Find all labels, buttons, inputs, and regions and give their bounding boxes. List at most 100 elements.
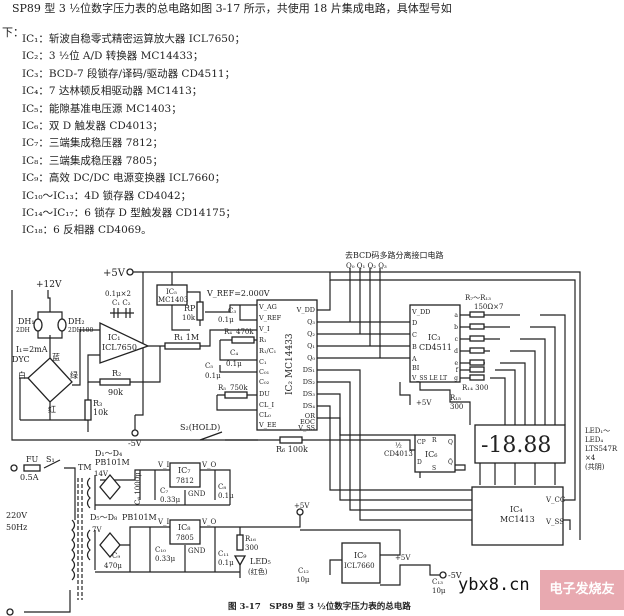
pin-label: Q₃ (307, 318, 315, 326)
ic4-box (471, 486, 564, 546)
label-c13: C₁₃ (432, 578, 443, 586)
ic5-label: IC₅ (166, 288, 177, 296)
ic7-type: 7812 (176, 477, 194, 485)
pin-label: Q (448, 439, 453, 446)
ic2-left-pins: V_AG V_REF V_I R₁ R₁/C₁ C₁ C₀₁ C₀₂ DU CL… (258, 303, 282, 429)
pin-label: V_SS (297, 424, 315, 432)
label-14v: 14V (94, 470, 109, 478)
label-led5: LED₅ (250, 557, 271, 566)
r6-resistor (279, 436, 303, 444)
pin-label: V_DD (411, 308, 430, 316)
pin-label: R (432, 437, 437, 444)
label-d1-d4: D₁～D₄ (95, 449, 122, 458)
intro-text: SP89 型 3 ½位数字压力表的总电路如图 3-17 所示，共使用 18 片集… (12, 2, 452, 15)
pin-label: C₀₁ (259, 368, 270, 376)
ic8-label: IC₈ (178, 523, 191, 532)
rp-potentiometer (196, 301, 204, 321)
ic9-box (341, 542, 381, 584)
pin-label: DS₄ (303, 402, 316, 410)
pin-label: CL_I (259, 401, 275, 409)
pin-label: d (454, 348, 458, 355)
ic3-left-pins: V_DD D C B A BI (411, 308, 430, 372)
pin-label: A (411, 355, 417, 363)
label-hold-switch: S₂(HOLD) (180, 423, 220, 432)
label-rp-val: 10k (182, 314, 196, 322)
ic8-vi: V_I (157, 518, 170, 526)
pin-label: CL₀ (259, 411, 271, 419)
ic8-type: 7805 (176, 534, 194, 542)
pin-label: DS₃ (303, 390, 316, 398)
ic-list-item: IC₁₈：6 反相器 CD4069。 (22, 224, 152, 237)
label-s1: S₁ (46, 455, 55, 464)
label-rp: RP (184, 304, 196, 313)
ic4-vss: V_SS (545, 518, 564, 526)
r7-r13-resistors (469, 311, 485, 381)
pin-label: R₁/C₁ (259, 347, 277, 355)
ic2-right-pins: V_DD Q₃ Q₂ Q₁ Q₀ DS₁ DS₂ DS₃ DS₄ OR EOC … (296, 306, 316, 432)
pressure-bridge-sensor (27, 357, 73, 403)
transformer-secondary (86, 477, 91, 561)
ic6-box (414, 434, 456, 473)
label-mains: 220V (6, 511, 27, 520)
s1-switch[interactable] (43, 459, 61, 469)
ic6-half: ½ (395, 442, 402, 450)
pin-label: V_EE (258, 421, 277, 429)
label-r4-val: 470k (236, 328, 254, 336)
label-dh1: DH₁ (18, 317, 35, 326)
label-current: I₁=2mA (16, 345, 48, 354)
pin-label: B (412, 343, 417, 351)
label-pb1: PB101M (95, 458, 130, 467)
label-red: 红 (48, 404, 56, 414)
site-logo: 电子发烧友 (540, 570, 624, 610)
label-blue: 蓝 (52, 352, 60, 362)
pin-label: D (412, 319, 417, 327)
ic-list-item: IC₇：三端集成稳压器 7812； (22, 137, 163, 150)
pin-label: V_I (258, 325, 270, 333)
led-label-line: LTS547R (585, 445, 618, 453)
r3-resistor (84, 399, 92, 421)
ic7-vi: V_I (157, 461, 170, 469)
label-c8: C₈ (218, 483, 226, 491)
r4-resistor (231, 336, 255, 344)
label-c4-val: 0.1μ (226, 360, 242, 368)
label-d5-d8: D₅～D₈ (90, 513, 117, 522)
ic7-label: IC₇ (178, 466, 191, 475)
label-c9-val: 470μ (104, 562, 122, 570)
pin-label: DS₁ (303, 366, 316, 374)
ic1-label: IC₁ (108, 333, 121, 342)
label-7v: 7V (92, 526, 102, 534)
site-label: ybx8.cn (458, 575, 530, 595)
label-c11: C₁₁ (218, 550, 229, 558)
ic-list-item: IC₅：能隙基准电压源 MC1403； (22, 102, 182, 115)
pin-label: b (454, 324, 458, 331)
ic3-label: IC₃ (428, 333, 441, 342)
ic4-label: IC₄ (510, 505, 523, 514)
pin-label: DS₂ (303, 378, 316, 386)
label-plus5v: +5V (103, 268, 126, 279)
pin-label: Q₁ (307, 342, 315, 350)
label-c7-val: 0.33μ (160, 496, 181, 504)
ic-list-item: IC₈：三端集成稳压器 7805； (22, 154, 163, 167)
label-c5-val: 0.1μ (205, 372, 221, 380)
label-plus5v-2: +5V (294, 502, 310, 510)
label-c3-val: 0.1μ (218, 316, 234, 324)
pin-label: V_DD (296, 306, 315, 314)
pin-label: g (454, 375, 458, 382)
pin-label: DU (259, 390, 270, 398)
ic6-type: CD4013 (384, 450, 413, 458)
pin-label: a (454, 312, 458, 319)
label-c13-val: 10μ (432, 587, 446, 595)
label-minus5v-out: -5V (448, 571, 462, 580)
pin-label: V_REF (258, 314, 282, 322)
ic2-box (256, 299, 318, 431)
pin-label: BI (412, 364, 420, 372)
label-r7-r13: R₇～R₁₃ (465, 294, 491, 302)
dh2-diode-icon (57, 318, 67, 332)
ic-list: IC₁：斩波自稳零式精密运算放大器 ICL7650； IC₂：3 ½位 A/D … (22, 31, 245, 240)
r2-resistor (99, 378, 131, 386)
label-minus5v: -5V (128, 439, 142, 448)
ic-list-item: IC₄：7 达林顿反相驱动器 MC1413； (22, 85, 203, 98)
label-c1c2: C₁ C₂ (112, 299, 131, 307)
pin-label: C₁ (259, 358, 267, 366)
ic7-gnd: GND (188, 490, 206, 498)
